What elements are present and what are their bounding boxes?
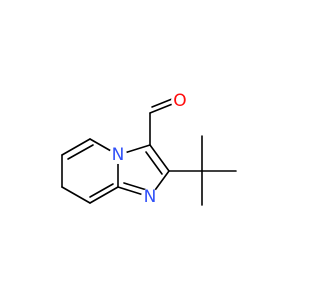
bond-c7-c8 xyxy=(61,186,91,204)
imidazole-nitrogen-atom: N xyxy=(141,187,159,207)
bonds-group xyxy=(61,96,237,206)
molecule-structure: O N N xyxy=(61,91,237,207)
bridgehead-nitrogen-atom-label: N xyxy=(112,145,125,165)
oxygen-atom: O xyxy=(171,91,189,111)
bond-c3-c2-double xyxy=(145,151,163,175)
bond-c5-c6 xyxy=(61,138,91,156)
bond-c3-c2 xyxy=(149,144,170,172)
bond-c5-c6-double xyxy=(67,144,94,160)
oxygen-atom-label: O xyxy=(173,91,186,111)
bond-c8-c8a xyxy=(89,186,119,204)
atom-labels-group: O N N xyxy=(109,91,189,207)
bond-c8-c8a-double xyxy=(89,183,114,198)
imidazole-nitrogen-atom-label: N xyxy=(144,187,157,207)
bridgehead-nitrogen-atom: N xyxy=(109,145,127,165)
